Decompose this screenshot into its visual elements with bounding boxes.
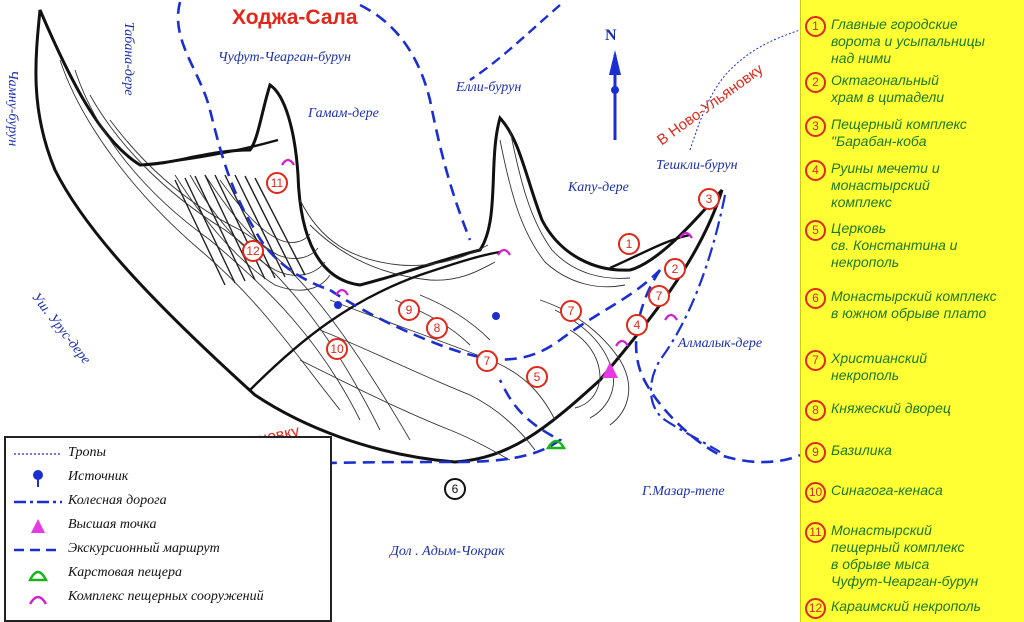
site-number: 10 (805, 482, 826, 503)
walls (139, 138, 691, 391)
map-marker-3[interactable]: 3 (698, 188, 720, 210)
map-marker-12[interactable]: 12 (242, 240, 264, 262)
legend-row-peak: Высшая точка (6, 516, 326, 536)
map-marker-7c[interactable]: 7 (648, 285, 670, 307)
label-gamam: Гамам-дере (308, 106, 379, 121)
legend-label: Комплекс пещерных сооружений (68, 589, 264, 604)
plateau-outline (34, 9, 724, 464)
site-text: Христианский некрополь (831, 350, 928, 383)
site-text: Княжеский дворец (831, 400, 951, 416)
legend-row-route: Экскурсионный маршрут (6, 540, 326, 560)
site-text: Базилика (831, 442, 892, 458)
highest-point-symbol (602, 362, 618, 378)
compass-letter: N (605, 27, 617, 44)
steep-slope-hatching (174, 174, 306, 286)
map-marker-5[interactable]: 5 (526, 366, 548, 388)
map-marker-7a[interactable]: 7 (476, 350, 498, 372)
spring-symbols (334, 301, 500, 320)
site-number: 11 (805, 522, 826, 543)
trail-symbol-icon (14, 453, 62, 455)
label-mazar: Г.Мазар-тепе (642, 484, 725, 499)
site-number: 1 (805, 16, 826, 37)
map-marker-11[interactable]: 11 (266, 172, 288, 194)
label-taban: Табана-дере (121, 22, 136, 96)
cave-symbol-icon (28, 570, 48, 582)
route-symbol-icon (14, 548, 62, 552)
map-area: N Ходжа-Сала В Терновку В Ново-Ульяновку… (5, 1, 800, 559)
site-text: Октагональный храм в цитадели (831, 72, 945, 105)
legend-label: Экскурсионный маршрут (68, 541, 220, 556)
complex-symbol-icon (28, 595, 48, 605)
map-marker-1[interactable]: 1 (618, 233, 640, 255)
site-number: 2 (805, 72, 826, 93)
map-marker-9[interactable]: 9 (398, 299, 420, 321)
legend-row-complex: Комплекс пещерных сооружений (6, 588, 326, 608)
site-text: Церковь св. Константина и некрополь (831, 220, 958, 270)
road-symbol-icon (14, 500, 62, 504)
plateau-map (34, 1, 800, 470)
wheeled-road (649, 194, 727, 453)
legend-label: Тропы (68, 445, 106, 460)
site-text: Пещерный комплекс "Барабан-коба (831, 116, 967, 149)
site-number: 7 (805, 350, 826, 371)
legend-row-spring: Источник (6, 468, 326, 488)
legend-row-road: Колесная дорога (6, 492, 326, 512)
map-marker-8[interactable]: 8 (426, 317, 448, 339)
map-marker-4[interactable]: 4 (626, 314, 648, 336)
label-almalyk: Алмалык-дере (678, 336, 763, 351)
legend-row-trail: Тропы (6, 444, 326, 464)
legend-label: Колесная дорога (68, 493, 167, 508)
label-teshkli: Тешкли-бурун (656, 158, 738, 173)
site-number: 6 (805, 288, 826, 309)
legend-label: Карстовая пещера (68, 565, 182, 580)
label-elli: Елли-бурун (456, 80, 522, 95)
site-number: 8 (805, 400, 826, 421)
map-legend: Тропы Источник Колесная дорога Высшая то… (4, 436, 332, 622)
site-number: 4 (805, 160, 826, 181)
legend-label: Высшая точка (68, 517, 157, 532)
site-number: 9 (805, 442, 826, 463)
map-title: Ходжа-Сала (232, 6, 358, 29)
route-north (469, 4, 561, 81)
site-text: Главные городские ворота и усыпальницы н… (831, 16, 985, 66)
site-text: Монастырский комплекс в южном обрыве пла… (831, 288, 997, 321)
legend-label: Источник (68, 469, 129, 484)
trail-path (689, 29, 800, 151)
map-marker-2[interactable]: 2 (664, 258, 686, 280)
map-marker-7b[interactable]: 7 (560, 300, 582, 322)
site-text: Монастырский пещерный комплекс в обрыве … (831, 522, 979, 589)
site-text: Синагога-кенаса (831, 482, 943, 498)
site-number: 12 (805, 598, 826, 619)
map-marker-6[interactable]: 6 (444, 478, 466, 500)
label-kapu: Капу-дере (568, 180, 629, 195)
label-chufut: Чуфут-Чеарган-бурун (218, 50, 351, 65)
complex-symbols (281, 158, 693, 347)
north-arrow (609, 50, 621, 140)
peak-symbol-icon (31, 519, 45, 533)
label-adym: Дол . Адым-Чокрак (390, 544, 505, 559)
map-marker-10[interactable]: 10 (326, 338, 348, 360)
legend-row-cave: Карстовая пещера (6, 564, 326, 584)
spring-symbol-icon (33, 470, 43, 487)
site-text: Руины мечети и монастырский комплекс (831, 160, 940, 210)
site-number: 5 (805, 220, 826, 241)
site-number: 3 (805, 116, 826, 137)
site-text: Караимский некрополь (831, 598, 982, 614)
label-chamnu: Чамну-бурун (5, 70, 20, 147)
karst-cave-symbol (545, 439, 567, 450)
